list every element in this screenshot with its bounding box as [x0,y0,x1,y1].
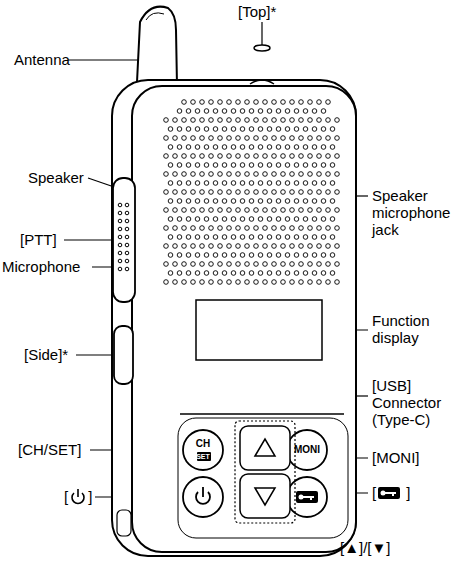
part-name: Microphone [2,258,97,275]
strap-hole [117,510,131,536]
moni-button [287,430,327,470]
speaker-grille [164,100,340,285]
top-button [254,45,270,51]
side-button [114,326,133,384]
up-button [240,426,290,470]
power-button [183,477,223,517]
ch-set-button [183,430,223,470]
part-name: Speaker microphone jack [372,187,464,238]
function-display [196,300,322,360]
radio-body [112,80,356,556]
power-icon [196,487,210,504]
arrow-keys-outline [235,421,295,523]
part-name: Function display [372,312,462,346]
part-name: [Top]* [238,3,298,20]
lock-button [287,477,327,517]
part-name: [MONI] [372,449,452,466]
part-name: Speaker [28,169,98,186]
part-name: [Side]* [24,346,84,363]
ptt-button [113,178,135,302]
down-button [240,474,290,518]
part-name: [PTT] [20,231,80,248]
part-name: Antenna [14,51,94,68]
button-text: SET [188,452,218,461]
front-face [132,86,356,552]
part-name: [USB] Connector (Type-C) [372,377,462,428]
part-name: [ ] [372,484,422,501]
key-icon [296,491,318,503]
part-name: [ ] [64,488,104,505]
button-text: MONI [287,444,327,456]
button-text: CH [188,438,218,450]
part-name: [CH/SET] [18,441,98,458]
part-name: [▲]/[▼] [340,539,460,556]
